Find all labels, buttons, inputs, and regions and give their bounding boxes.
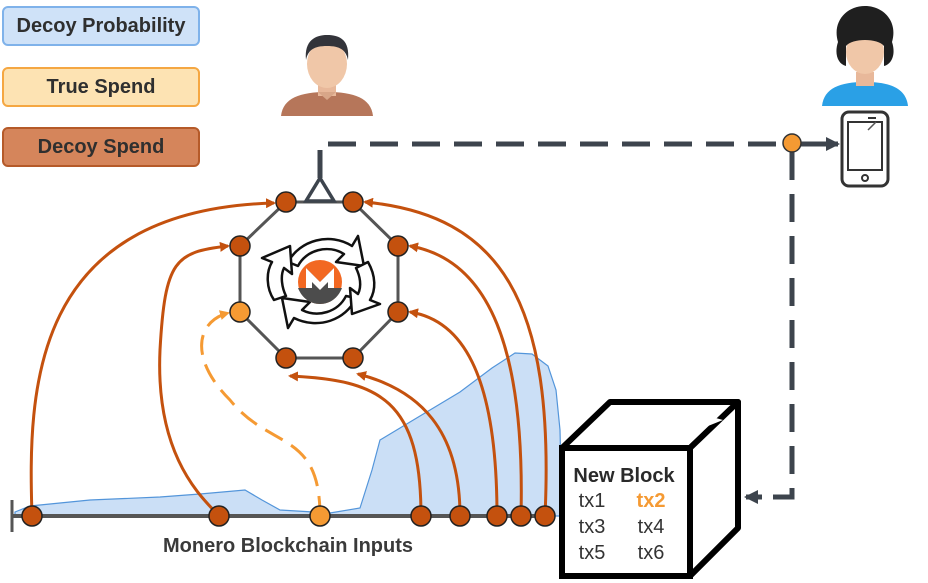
block-tx: tx1: [579, 490, 606, 512]
block-title: New Block: [573, 465, 675, 487]
ring-node: [275, 191, 297, 213]
blockchain-input: [410, 505, 432, 527]
ring-node: [387, 301, 409, 323]
ring-node-true: [229, 301, 251, 323]
legend-decoy-probability-label: Decoy Probability: [16, 14, 186, 37]
blockchain-input: [208, 505, 230, 527]
dashed-path-ring-to-receiver: [317, 141, 800, 178]
arrow-input1-to-ring: [29, 198, 276, 517]
legend-decoy-probability: Decoy Probability: [2, 6, 200, 46]
sender-avatar-icon: [281, 35, 373, 116]
arrow-input8-to-ring: [363, 197, 548, 517]
block-tx: tx5: [579, 542, 606, 564]
blockchain-input-true: [309, 505, 331, 527]
ring-node: [387, 235, 409, 257]
blockchain-input: [21, 505, 43, 527]
arrow-input4-to-ring: [288, 371, 423, 517]
dashed-path-receiver-to-block: [752, 152, 795, 500]
legend-decoy-spend-label: Decoy Spend: [37, 135, 165, 158]
arrow-input5-to-ring: [356, 371, 462, 517]
arrow-true-spend-to-ring: [200, 310, 322, 517]
block-tx: tx6: [638, 542, 665, 564]
blockchain-axis-label: Monero Blockchain Inputs: [163, 535, 414, 557]
block-tx: tx3: [579, 516, 606, 538]
arrow-input6-to-ring: [408, 308, 499, 517]
arrow-input7-to-ring: [408, 242, 523, 517]
receiver-avatar-icon: [822, 6, 908, 106]
blockchain-input: [534, 505, 556, 527]
ring-node: [342, 347, 364, 369]
decoy-probability-curve: [14, 352, 563, 517]
cycle-arrows-icon: [260, 234, 382, 330]
phone-icon: [840, 110, 890, 188]
block-tx: tx4: [638, 516, 665, 538]
ring-node: [342, 191, 364, 213]
blockchain-input: [486, 505, 508, 527]
ring-node: [229, 235, 251, 257]
arrow-input2-to-ring: [158, 241, 230, 517]
receiver-output-node: [782, 133, 802, 153]
ring-output-triangle: [302, 174, 338, 203]
new-block-cube: [559, 399, 741, 579]
monero-logo-icon: [298, 260, 342, 304]
legend-decoy-spend: Decoy Spend: [2, 127, 200, 167]
ring-node: [275, 347, 297, 369]
block-tx-highlighted: tx2: [637, 490, 666, 512]
legend-true-spend: True Spend: [2, 67, 200, 107]
legend-true-spend-label: True Spend: [46, 75, 156, 98]
blockchain-input: [510, 505, 532, 527]
blockchain-input: [449, 505, 471, 527]
